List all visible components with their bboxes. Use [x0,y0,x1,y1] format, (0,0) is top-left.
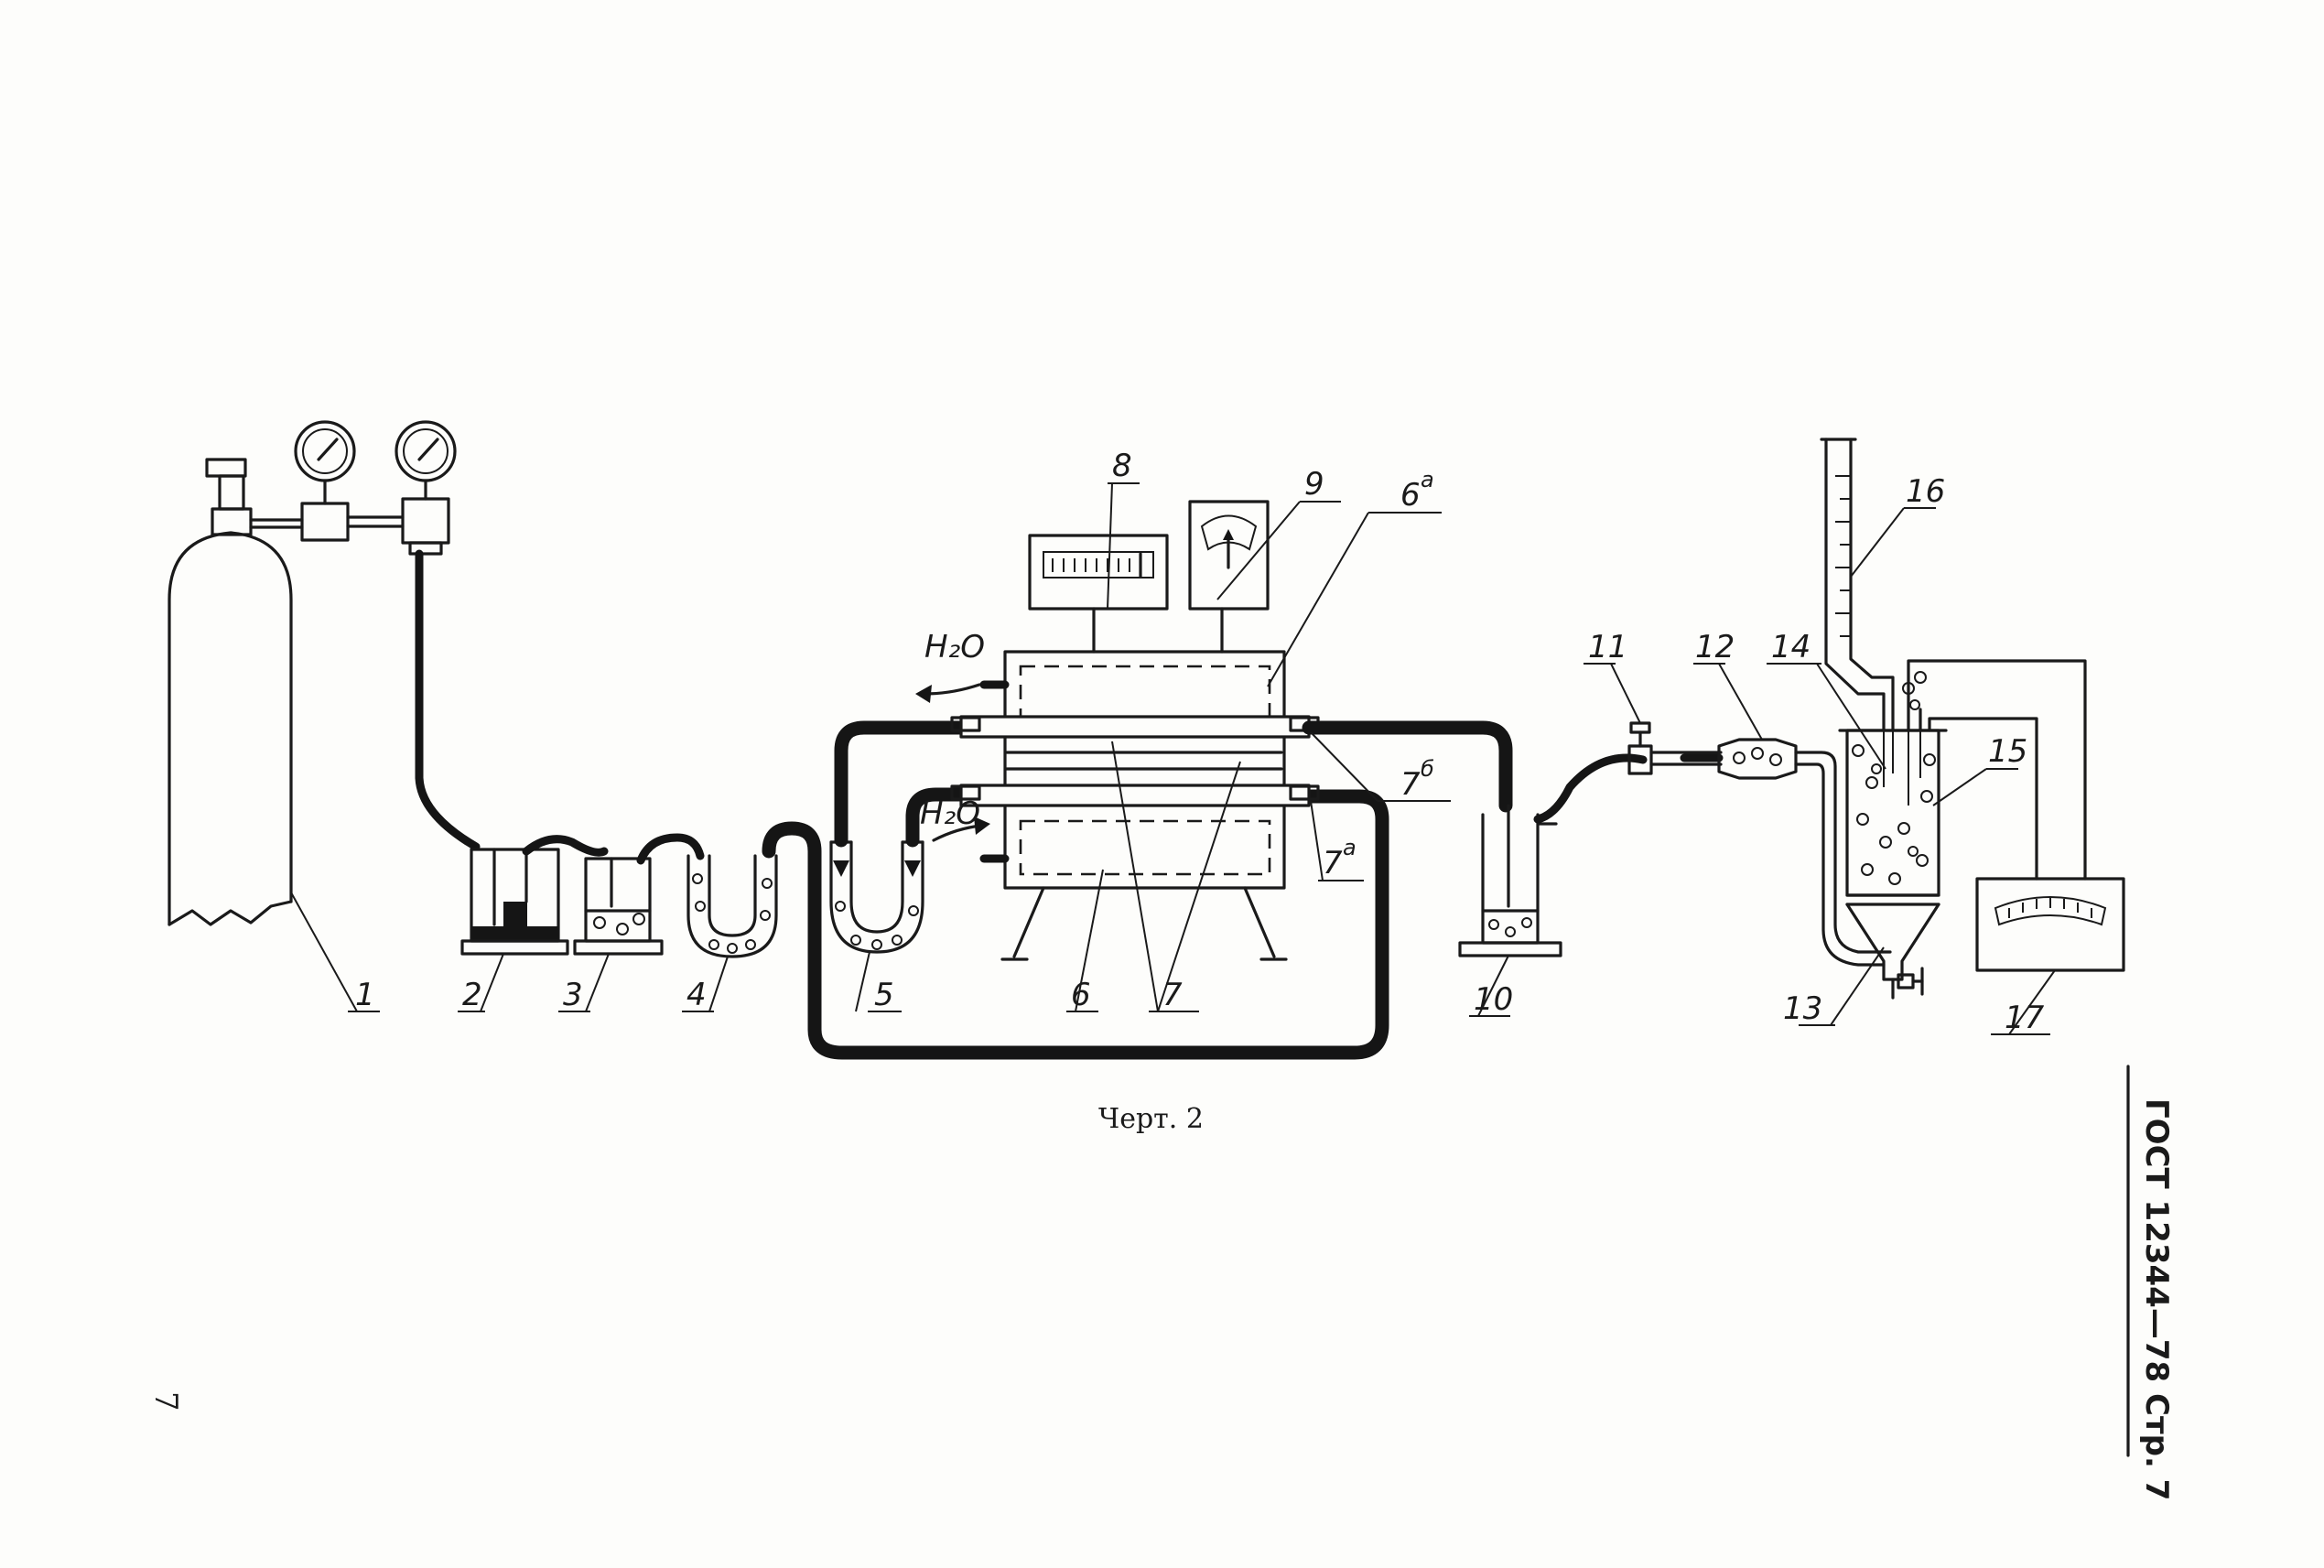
label-6a-sup: a [1421,467,1434,492]
label-5: 5 [874,977,894,1013]
water-arrows [915,683,990,842]
label-6a: 6 [1400,477,1421,514]
label-13: 13 [1783,990,1822,1027]
water-label-out: H₂O [924,629,985,665]
label-16: 16 [1906,473,1945,510]
label-7b-sup: б [1421,756,1434,782]
label-4: 4 [686,977,707,1013]
label-8: 8 [1112,448,1132,484]
label-3: 3 [563,977,583,1013]
label-15: 15 [1988,733,2027,770]
label-17: 17 [2005,1000,2045,1036]
page-number: 7 [147,1391,184,1411]
u-tube-4 [686,854,778,958]
drying-bottle-3 [573,857,664,956]
label-2: 2 [462,977,482,1013]
temperature-indicator [1028,534,1169,611]
label-14: 14 [1771,629,1811,665]
label-1: 1 [355,977,375,1013]
electrode-wires [1907,659,2087,881]
bottom-loop-hose [762,789,1389,1060]
label-7: 7 [1162,977,1183,1013]
u-tube-5 [829,840,924,954]
label-7a: 7 [1323,845,1343,881]
tube-furnace [950,607,1320,961]
label-10: 10 [1474,981,1513,1018]
figure-caption: Черт. 2 [1098,1103,1204,1135]
part-labels: 1 2 3 4 5 6 7 8 9 6 a 7 б 7 a 10 11 12 1… [355,448,2045,1036]
absorber-10 [1458,804,1562,957]
gas-hose-1 [415,549,481,851]
burette-16 [1820,438,1895,732]
filter-12 [1680,738,1798,780]
galvanometer-17 [1975,877,2125,972]
label-6: 6 [1071,977,1091,1013]
valve-11 [1627,721,1723,775]
galvanometer-9 [1188,500,1270,611]
label-7a-sup: a [1343,835,1357,860]
pressure-reducer [294,420,457,556]
label-12: 12 [1695,629,1735,665]
label-9: 9 [1304,466,1324,503]
water-label-in: H₂O [920,795,980,832]
gas-cylinder [168,458,304,926]
label-7b: 7 [1400,766,1421,803]
side-header: ГОСТ 12344—78 Стр. 7 [2138,1098,2175,1500]
wash-bottle-2 [460,848,569,956]
label-11: 11 [1588,629,1627,665]
leader-lines [290,482,2056,1035]
